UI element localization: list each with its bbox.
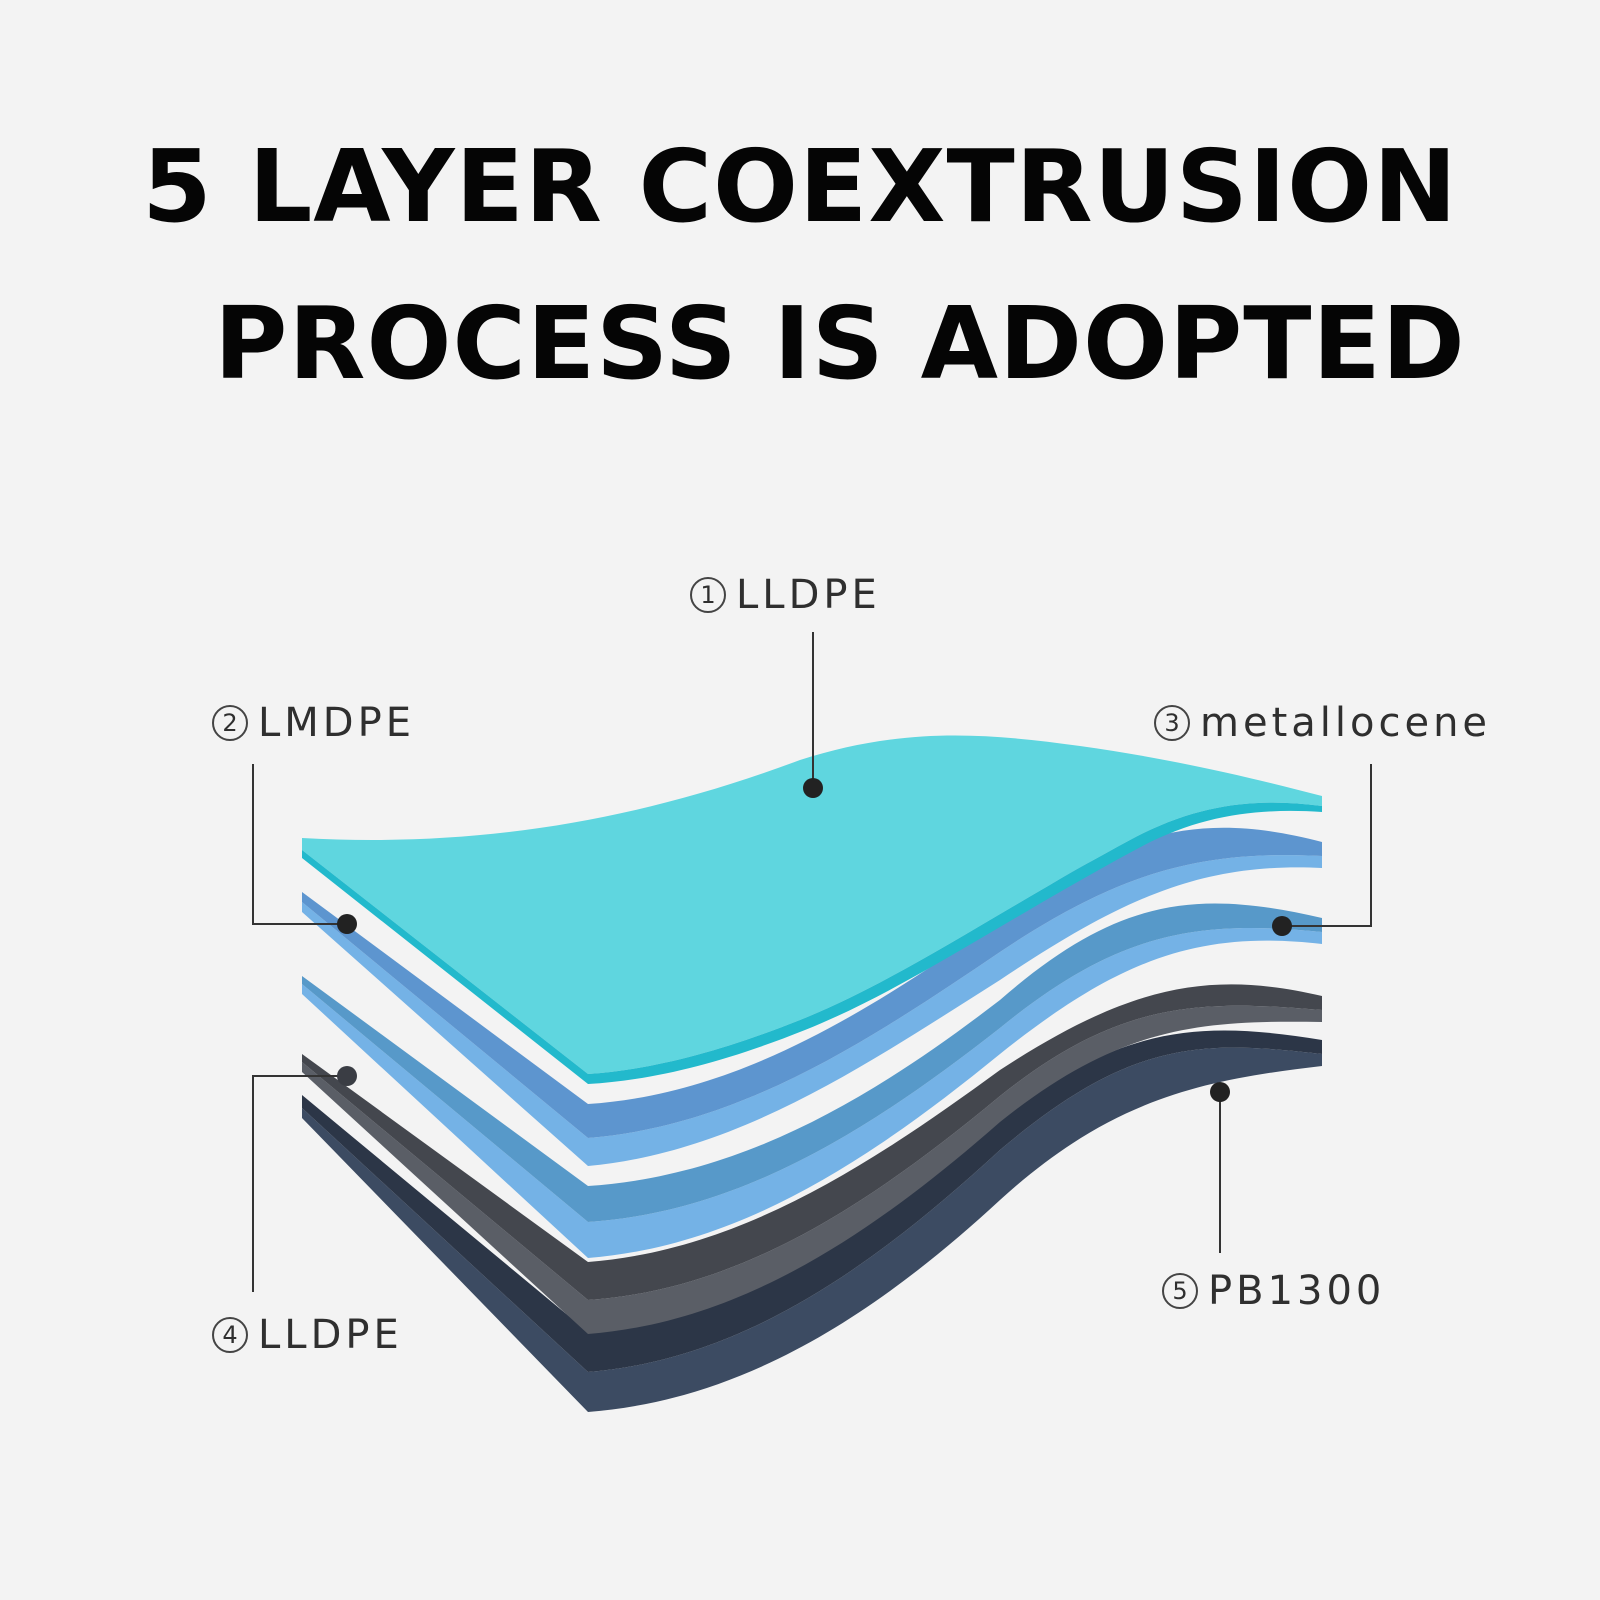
callout-3	[1272, 764, 1372, 936]
layer-5-name: PB1300	[1208, 1268, 1386, 1314]
layer-1	[302, 735, 1322, 1084]
layer-4-number: 4	[212, 1317, 248, 1353]
layer-3-number: 3	[1154, 705, 1190, 741]
layer-2-label: 2 LMDPE	[212, 700, 415, 746]
layer-2-number: 2	[212, 705, 248, 741]
layer-1-number: 1	[690, 577, 726, 613]
callout-1	[803, 632, 823, 798]
callout-4	[252, 1066, 357, 1292]
layer-2-name: LMDPE	[258, 700, 415, 746]
layer-5-number: 5	[1162, 1273, 1198, 1309]
layer-5-label: 5 PB1300	[1162, 1268, 1385, 1314]
layer-3-label: 3 metallocene	[1154, 700, 1491, 746]
layer-2	[302, 827, 1322, 1166]
title-line-2: PROCESS IS ADOPTED	[214, 285, 1466, 402]
callout-2	[252, 764, 357, 934]
layer-1-name: LLDPE	[736, 572, 881, 618]
layer-4-label: 4 LLDPE	[212, 1312, 403, 1358]
callout-5	[1210, 1082, 1230, 1253]
layer-4-name: LLDPE	[258, 1312, 403, 1358]
layer-1-label: 1 LLDPE	[690, 572, 881, 618]
title-line-1: 5 LAYER COEXTRUSION	[142, 128, 1458, 245]
layer-3-name: metallocene	[1200, 700, 1492, 746]
layer-5	[302, 1030, 1322, 1412]
